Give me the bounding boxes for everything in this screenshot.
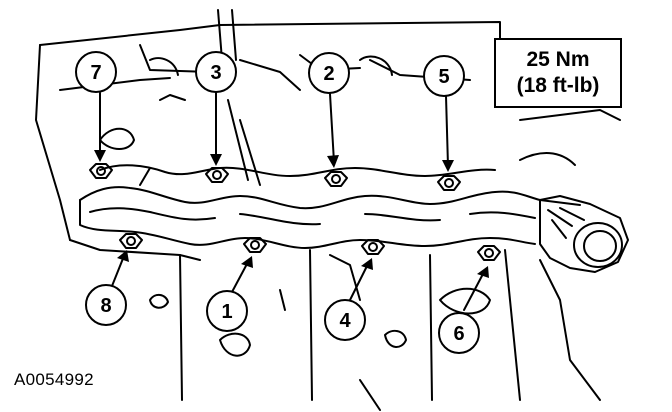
bolt-5 bbox=[437, 175, 461, 191]
exhaust-manifold bbox=[79, 99, 629, 273]
callout-3: 3 bbox=[195, 51, 237, 93]
callout-2-label: 2 bbox=[323, 63, 334, 85]
callout-5-label: 5 bbox=[438, 66, 449, 88]
callout-7-label: 7 bbox=[90, 62, 101, 84]
callout-4: 4 bbox=[324, 299, 366, 341]
callout-8: 8 bbox=[85, 284, 127, 326]
callouts: 7 3 2 5 8 1 4 6 bbox=[75, 51, 480, 354]
callout-6-label: 6 bbox=[453, 323, 464, 345]
torque-spec-box: 25 Nm (18 ft-lb) bbox=[494, 38, 622, 108]
bolt-3 bbox=[205, 167, 229, 183]
bolt-2 bbox=[324, 171, 348, 187]
callout-1-label: 1 bbox=[221, 301, 232, 323]
callout-5: 5 bbox=[423, 55, 465, 97]
leader-arrows bbox=[94, 91, 489, 311]
callout-6: 6 bbox=[438, 312, 480, 354]
callout-3-label: 3 bbox=[210, 62, 221, 84]
figure-id: A0054992 bbox=[14, 370, 94, 389]
manifold-bolts bbox=[89, 163, 501, 261]
callout-4-label: 4 bbox=[339, 310, 351, 332]
bolt-7 bbox=[89, 163, 113, 179]
bolt-1 bbox=[243, 237, 267, 253]
callout-8-label: 8 bbox=[100, 295, 111, 317]
torque-imperial: (18 ft-lb) bbox=[516, 74, 600, 97]
engine-block-outline bbox=[35, 9, 621, 411]
callout-2: 2 bbox=[308, 52, 350, 94]
callout-7: 7 bbox=[75, 51, 117, 93]
bolt-4 bbox=[361, 239, 385, 255]
bolt-6 bbox=[477, 245, 501, 261]
callout-1: 1 bbox=[206, 290, 248, 332]
torque-metric: 25 Nm bbox=[526, 48, 590, 71]
bolt-8 bbox=[119, 233, 143, 249]
